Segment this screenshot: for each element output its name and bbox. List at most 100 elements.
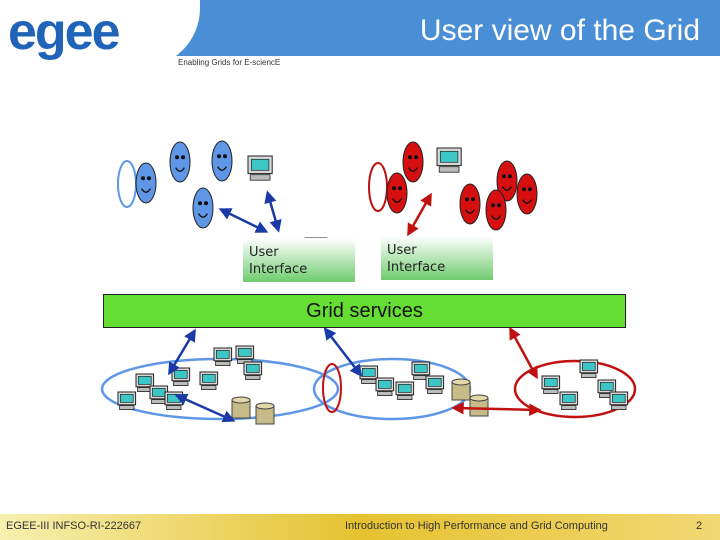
user-face-icon <box>459 183 481 225</box>
face-eye <box>508 174 512 179</box>
computer-base <box>438 166 460 173</box>
double-arrow-icon <box>509 326 538 380</box>
computer-screen <box>120 394 134 403</box>
face-eye <box>181 155 185 160</box>
user-face-icon <box>169 141 191 183</box>
face-eye <box>217 154 221 159</box>
database-top <box>231 396 251 404</box>
tagline: Enabling Grids for E-sciencE <box>178 58 281 67</box>
computer-screen <box>152 388 166 397</box>
user-face-icon <box>135 162 157 204</box>
database-top <box>255 402 275 410</box>
slide-title: User view of the Grid <box>419 14 700 47</box>
face-eye <box>398 186 402 191</box>
face-eye <box>198 201 202 206</box>
face-smile <box>175 167 185 172</box>
user-face-icon <box>386 172 408 214</box>
face-eye <box>491 203 495 208</box>
double-arrow-icon <box>323 327 363 377</box>
selection-ring <box>368 162 388 212</box>
computer-base <box>201 385 217 391</box>
egee-logo: egee <box>8 3 121 61</box>
computer-base <box>581 373 597 379</box>
face-smile <box>502 186 512 191</box>
computer-screen <box>216 350 230 359</box>
computer-screen <box>202 374 216 383</box>
double-arrow-icon <box>407 192 432 237</box>
user-face-icon <box>402 141 424 183</box>
computer-screen <box>439 150 459 163</box>
face-smile <box>392 198 402 203</box>
computer-base <box>249 174 271 181</box>
computer-screen <box>414 364 428 373</box>
computer-screen <box>138 376 152 385</box>
double-arrow-icon <box>264 190 282 233</box>
resource-ring-red <box>513 359 637 419</box>
computer-base <box>245 375 261 381</box>
user-face-icon <box>516 173 538 215</box>
double-arrow-icon <box>168 328 196 376</box>
double-arrow-icon <box>218 208 269 233</box>
face-eye <box>471 197 475 202</box>
computer-screen <box>362 368 376 377</box>
header-bar <box>170 0 720 56</box>
user-interface-label-right: User Interface <box>387 243 446 275</box>
computer-screen <box>174 370 188 379</box>
face-eye <box>175 155 179 160</box>
computer-base <box>151 399 167 405</box>
computer-screen <box>612 394 626 403</box>
computer-base <box>611 405 627 411</box>
face-smile <box>522 199 532 204</box>
footer-course-title: Introduction to High Performance and Gri… <box>345 520 608 532</box>
user-face-icon <box>192 187 214 229</box>
user-face-icon <box>485 189 507 231</box>
face-eye <box>528 187 532 192</box>
face-eye <box>522 187 526 192</box>
computer-screen <box>544 378 558 387</box>
face-eye <box>465 197 469 202</box>
computer-screen <box>582 362 596 371</box>
face-eye <box>392 186 396 191</box>
database-top <box>469 394 489 402</box>
page-number: 2 <box>696 520 703 532</box>
user-interface-box-right: User Interface <box>381 236 493 280</box>
user-interface-box-left: User Interface <box>243 238 355 282</box>
computer-base <box>173 381 189 387</box>
face-eye <box>141 176 145 181</box>
computer-base <box>427 389 443 395</box>
header: egee User view of the Grid Enabling Grid… <box>0 0 720 68</box>
computer-base <box>377 391 393 397</box>
face-eye <box>502 174 506 179</box>
computer-screen <box>562 394 576 403</box>
grid-services-bar: Grid services <box>103 294 626 328</box>
computer-screen <box>378 380 392 389</box>
face-eye <box>147 176 151 181</box>
face-smile <box>198 213 208 218</box>
footer: EGEE-III INFSO-RI-222667 Introduction to… <box>0 514 720 540</box>
user-interface-label-left: User Interface <box>249 245 308 277</box>
selection-ring <box>117 160 137 208</box>
computer-screen <box>238 348 252 357</box>
footer-project-id: EGEE-III INFSO-RI-222667 <box>6 520 142 532</box>
face-smile <box>217 166 227 171</box>
face-eye <box>497 203 501 208</box>
face-smile <box>141 188 151 193</box>
computer-base <box>361 379 377 385</box>
double-arrow-icon <box>451 401 542 417</box>
database-top <box>451 378 471 386</box>
computer-screen <box>246 364 260 373</box>
face-smile <box>491 215 501 220</box>
face-smile <box>408 167 418 172</box>
computer-base <box>543 389 559 395</box>
face-eye <box>204 201 208 206</box>
computer-base <box>561 405 577 411</box>
double-arrow-icon <box>174 393 236 423</box>
computer-screen <box>250 158 270 171</box>
face-eye <box>414 155 418 160</box>
user-face-icon <box>211 140 233 182</box>
computer-base <box>166 405 182 411</box>
header-logo-area <box>0 0 200 68</box>
computer-base <box>397 395 413 401</box>
